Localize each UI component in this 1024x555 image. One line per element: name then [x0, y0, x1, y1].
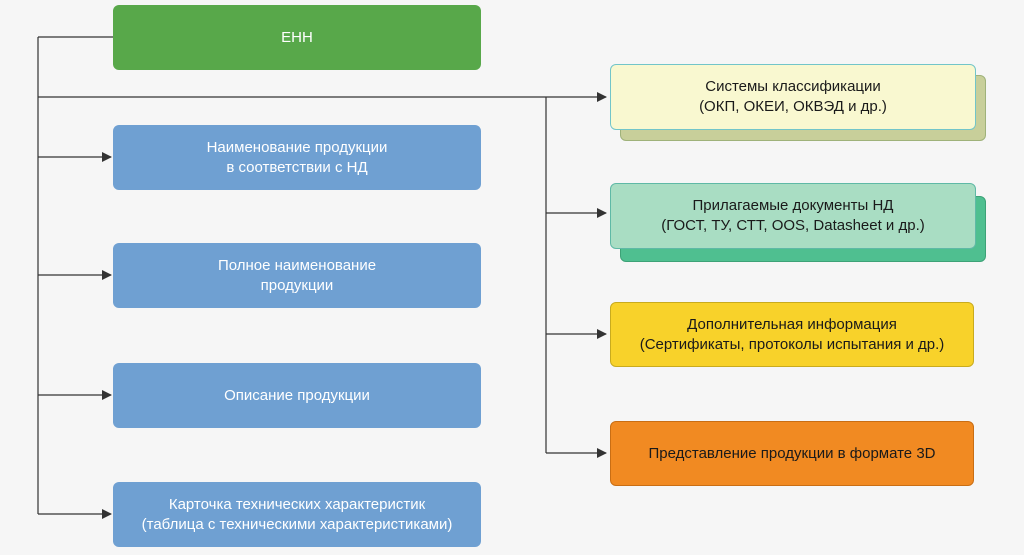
left-node-4: Карточка технических характеристик (табл… — [113, 482, 481, 547]
left-node-2: Полное наименование продукции — [113, 243, 481, 308]
root-node: ЕНН — [113, 5, 481, 70]
right-node-3: Дополнительная информация (Сертификаты, … — [610, 302, 974, 367]
right-node-1: Системы классификации (ОКП, ОКЕИ, ОКВЭД … — [610, 64, 976, 130]
left-node-1: Наименование продукции в соответствии с … — [113, 125, 481, 190]
right-node-2: Прилагаемые документы НД (ГОСТ, ТУ, СТТ,… — [610, 183, 976, 249]
right-node-4: Представление продукции в формате 3D — [610, 421, 974, 486]
left-node-3: Описание продукции — [113, 363, 481, 428]
